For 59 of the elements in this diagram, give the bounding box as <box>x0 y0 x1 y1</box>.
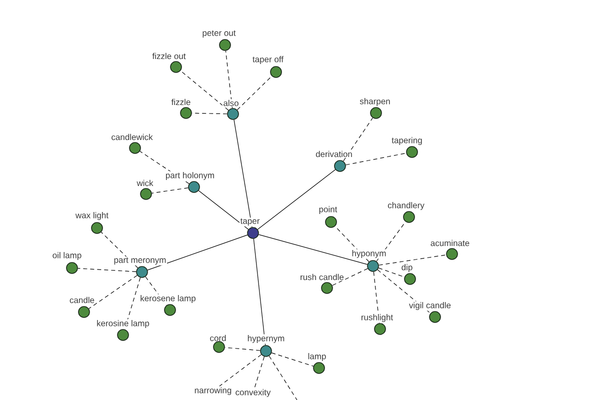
connector <box>332 268 368 286</box>
node-label: kerosene lamp <box>140 295 196 303</box>
node-label: fizzle <box>171 98 190 106</box>
node-label: wick <box>136 180 154 186</box>
node-label: wax light <box>75 212 108 220</box>
connector <box>378 268 405 278</box>
node-label: also <box>224 100 238 106</box>
node-label: point <box>319 206 338 214</box>
node-label: peter out <box>202 30 236 38</box>
node-label: kerosine lamp <box>97 320 150 328</box>
connector <box>377 269 431 314</box>
node-label: hypernym <box>248 335 284 343</box>
connector <box>376 221 406 262</box>
node-label: taper <box>240 218 260 226</box>
connector <box>258 234 368 265</box>
connector <box>378 254 446 266</box>
connector <box>145 276 167 306</box>
node-label: part meronym <box>114 257 166 265</box>
node-label: vigil candle <box>409 302 451 310</box>
node-label: taper off <box>252 56 284 64</box>
node-label: part holonym <box>166 172 214 180</box>
node-label: tapering <box>392 137 422 145</box>
node-label: lamp <box>308 353 326 361</box>
connector <box>268 356 298 400</box>
connector <box>140 150 190 184</box>
connector <box>198 190 249 230</box>
connector <box>100 232 138 268</box>
node-label: acuminate <box>430 240 470 246</box>
node-label: cord <box>210 334 226 342</box>
node-label: rush candle <box>300 274 344 280</box>
connector <box>253 238 266 346</box>
connector <box>225 50 233 108</box>
node-label: hyponym <box>352 250 386 258</box>
connector <box>180 70 229 111</box>
node-label: candlewick <box>112 134 153 140</box>
connector <box>346 152 407 166</box>
node-label: rushlight <box>362 314 393 322</box>
node-label: chandlery <box>388 202 424 210</box>
node-label: oil lamp <box>52 252 82 260</box>
node-label: candle <box>70 296 94 304</box>
node-label: narrowing <box>194 387 232 395</box>
connector <box>271 352 314 366</box>
node-label: derivation <box>316 150 352 158</box>
connector <box>334 226 370 262</box>
connector <box>236 76 272 110</box>
node-label: convexity <box>236 389 271 397</box>
connector <box>219 354 262 387</box>
node-label: fizzle out <box>152 52 186 60</box>
connector <box>147 234 248 270</box>
connector <box>78 268 136 272</box>
node-label: dip <box>402 264 412 272</box>
connector <box>234 120 252 228</box>
connector <box>343 118 373 162</box>
connector <box>257 169 336 230</box>
connector <box>88 275 138 309</box>
node-label: sharpen <box>360 98 390 106</box>
connector <box>254 356 265 389</box>
connector <box>224 347 260 351</box>
connector <box>152 188 188 194</box>
